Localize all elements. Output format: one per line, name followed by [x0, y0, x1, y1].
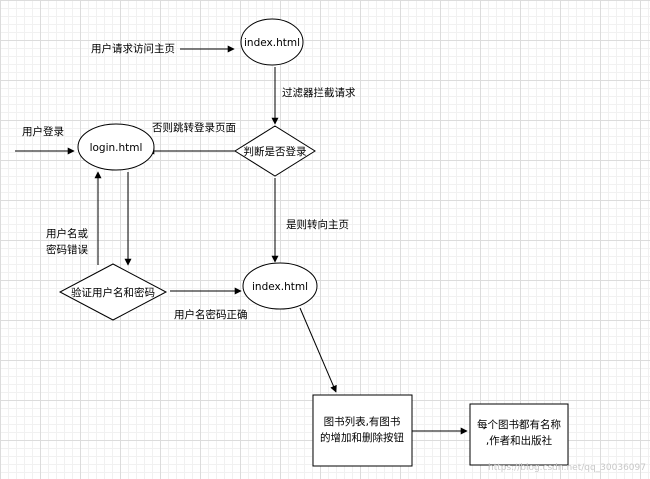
node-index-top-label: index.html [244, 37, 300, 49]
label-wrong-line2: 密码错误 [46, 243, 88, 256]
node-index-main [242, 262, 318, 310]
node-judge-diamond [234, 125, 316, 177]
node-judge-label: 判断是否登录 [244, 145, 307, 158]
node-index-main-label: index.html [252, 281, 308, 293]
node-book-info-line1: 每个图书都有名称 [477, 418, 561, 431]
node-book-info [469, 403, 569, 466]
node-book-list-line2: 的增加和删除按钮 [320, 431, 404, 444]
watermark-text: https://blog.csdn.net/qq_30036097 [488, 463, 646, 473]
node-verify-diamond [58, 263, 168, 321]
node-verify-label: 验证用户名和密码 [71, 286, 155, 299]
label-user-login: 用户登录 [22, 125, 64, 138]
node-book-list-line1: 图书列表,有图书 [324, 415, 401, 428]
node-book-info-line2: ,作者和出版社 [486, 434, 553, 447]
label-if-yes: 是则转向主页 [286, 218, 349, 231]
label-correct: 用户名密码正确 [174, 308, 248, 321]
label-wrong-line1: 用户名或 [46, 227, 88, 240]
node-book-list [312, 394, 413, 467]
node-login [77, 123, 155, 171]
edge-index-main-to-book-list [299, 307, 337, 393]
label-else-redirect: 否则跳转登录页面 [152, 121, 236, 134]
node-login-label: login.html [90, 142, 143, 154]
label-filter: 过滤器拦截请求 [282, 86, 356, 99]
label-user-request: 用户请求访问主页 [91, 42, 175, 55]
node-index-top [240, 18, 304, 66]
